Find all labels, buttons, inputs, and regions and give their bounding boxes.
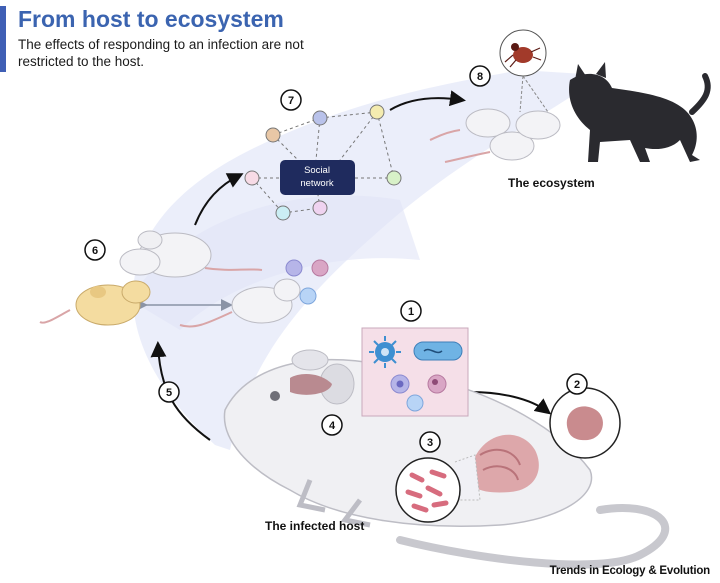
svg-text:6: 6 (92, 245, 98, 257)
journal-credit: Trends in Ecology & Evolution (549, 565, 711, 577)
step-marker-7: 7 (280, 89, 302, 111)
svg-text:1: 1 (408, 306, 414, 318)
svg-text:5: 5 (166, 387, 172, 399)
step-marker-3: 3 (419, 431, 441, 453)
svg-text:8: 8 (477, 71, 483, 83)
arrow-7-to-8 (389, 90, 466, 111)
svg-text:2: 2 (574, 379, 580, 391)
bacterium-icon (413, 341, 463, 361)
ecosystem-label: The ecosystem (508, 176, 595, 190)
svg-text:7: 7 (288, 95, 294, 107)
network-node (386, 170, 402, 186)
step-marker-4: 4 (321, 414, 343, 436)
social-network-label: network (300, 178, 334, 189)
network-node (265, 127, 281, 143)
step-marker-8: 8 (469, 65, 491, 87)
infection-panel (361, 327, 469, 417)
title-accent-bar (0, 6, 6, 72)
social-network-box (280, 160, 355, 195)
immune-cell-icon (406, 394, 424, 412)
network-node (312, 110, 328, 126)
arrow-2 (469, 391, 552, 415)
tick-icon (499, 29, 549, 113)
network-node (312, 200, 328, 216)
step-marker-5: 5 (158, 381, 180, 403)
social-mice-illustration (119, 230, 263, 278)
infected-host-label: The infected host (265, 519, 365, 533)
step-marker-6: 6 (84, 239, 106, 261)
arrow-6-to-7 (194, 173, 244, 226)
gut-microbiome-icon (395, 454, 481, 523)
step-marker-2: 2 (566, 373, 588, 395)
infected-host-mouse-illustration (223, 349, 670, 569)
network-node (275, 205, 291, 221)
svg-text:4: 4 (329, 420, 336, 432)
page-title: From host to ecosystem (18, 6, 284, 32)
healthy-mouse-illustration (179, 259, 329, 328)
cat-illustration (569, 62, 711, 162)
network-node (369, 104, 385, 120)
network-node (244, 170, 260, 186)
svg-text:3: 3 (427, 437, 433, 449)
social-network-label: Social (304, 165, 330, 176)
organ-icon (549, 387, 621, 459)
sick-mouse-illustration (39, 280, 151, 326)
step-marker-1: 1 (400, 300, 422, 322)
ecosystem-mice-illustration (429, 108, 561, 163)
page-subtitle: The effects of responding to an infectio… (18, 37, 304, 69)
